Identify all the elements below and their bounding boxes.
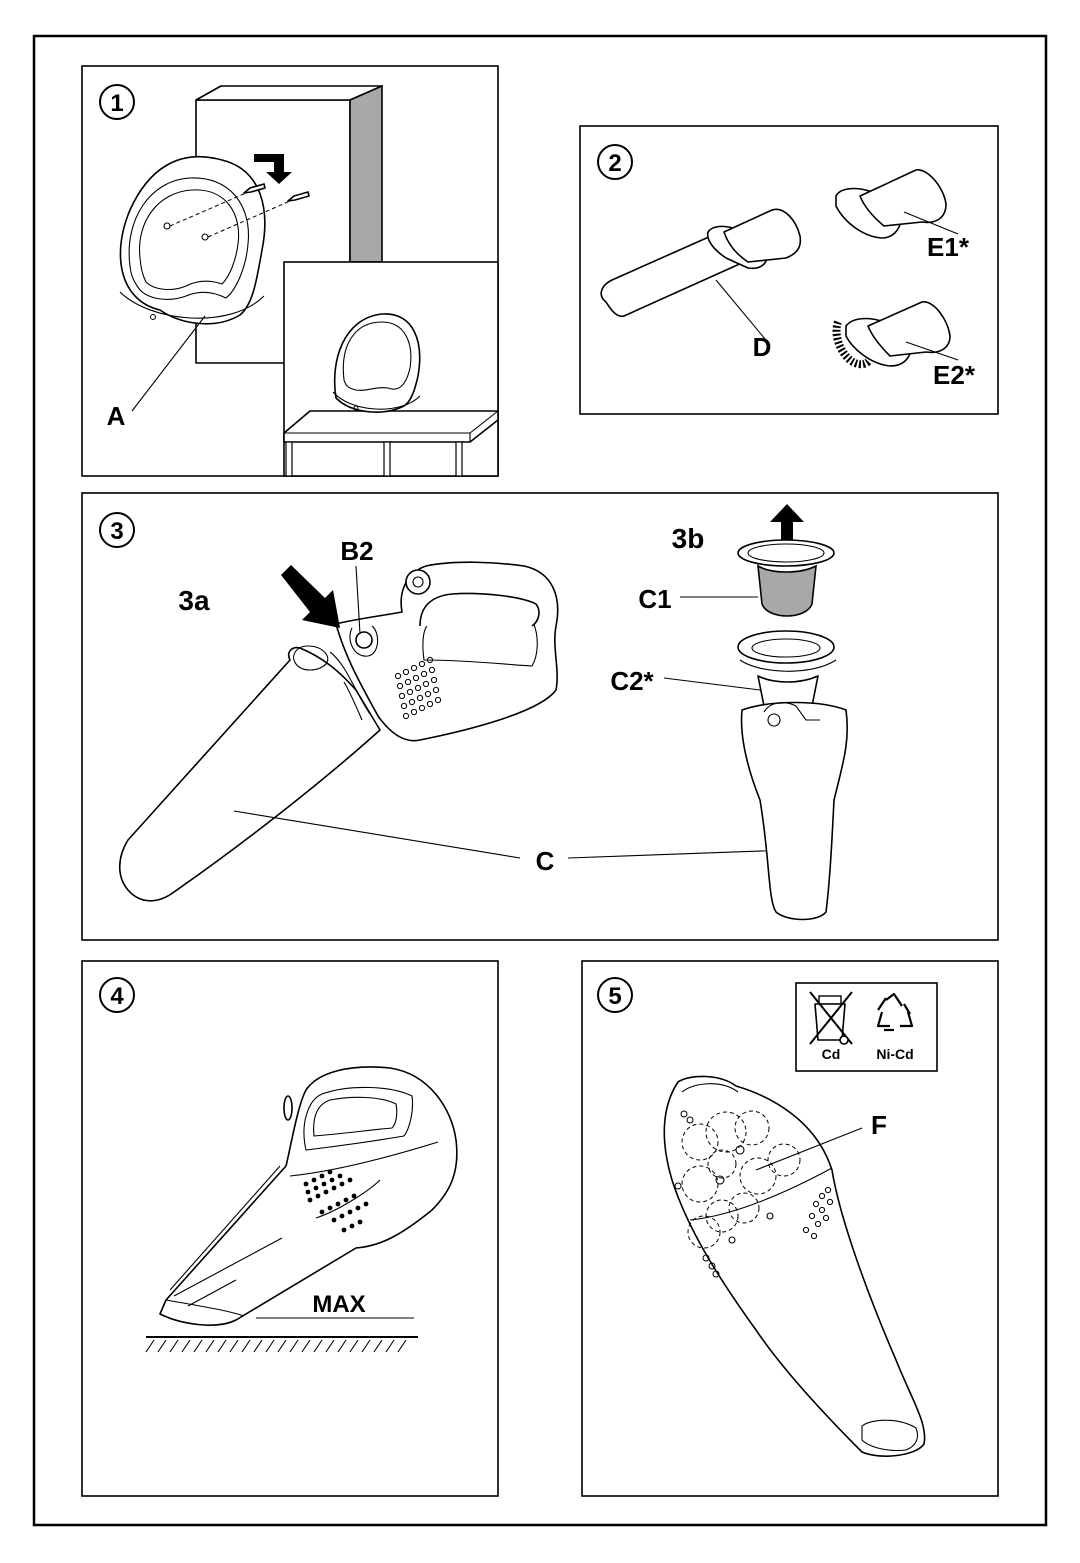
nozzle-E1 <box>835 169 959 239</box>
label-E2: E2* <box>933 360 976 390</box>
step-number-5: 5 <box>597 977 633 1013</box>
vacuum-3a <box>118 561 559 902</box>
step-number-text: 3 <box>110 518 123 545</box>
label-C2: C2* <box>610 666 654 696</box>
vacuum-upright <box>159 1066 458 1326</box>
label-MAX: MAX <box>312 1291 365 1318</box>
disposal-symbols: Cd Ni-Cd <box>795 982 938 1072</box>
brush-nozzle-E2 <box>832 301 959 369</box>
label-C: C <box>536 846 555 876</box>
charging-base-A <box>119 155 266 325</box>
label-3b: 3b <box>672 523 705 554</box>
label-C1: C1 <box>638 584 671 614</box>
label-A: A <box>107 401 126 431</box>
step-number-3: 3 <box>99 512 135 548</box>
panel-2: 2 D E1* E2* <box>579 125 999 415</box>
table-inset <box>283 261 499 477</box>
label-D: D <box>753 332 772 362</box>
step-number-text: 1 <box>110 90 123 117</box>
panel-5: 5 Cd Ni-Cd <box>581 960 999 1497</box>
crevice-nozzle-D <box>600 208 802 346</box>
up-arrow-icon <box>770 504 804 550</box>
step-number-text: 2 <box>608 150 621 177</box>
step-number-text: 5 <box>608 983 621 1010</box>
filter-exploded-3b <box>663 504 849 921</box>
label-NiCd: Ni-Cd <box>876 1046 913 1062</box>
mounting-screws <box>169 183 310 238</box>
label-E1: E1* <box>927 232 970 262</box>
panel-4: 4 MAX <box>81 960 499 1497</box>
label-Cd: Cd <box>822 1046 841 1062</box>
step-number-text: 4 <box>110 983 124 1010</box>
bent-arrow-icon <box>254 154 292 184</box>
floor-hatching <box>145 1336 418 1353</box>
step-number-1: 1 <box>99 84 135 120</box>
label-F: F <box>871 1110 887 1140</box>
recycling-icon <box>876 992 914 1032</box>
panel-3: 3 3a 3b B2 <box>81 492 999 941</box>
label-B2: B2 <box>340 536 373 566</box>
label-3a: 3a <box>178 585 210 616</box>
vent-holes <box>394 656 442 720</box>
step-number-4: 4 <box>99 977 135 1013</box>
push-arrow-icon <box>281 565 340 628</box>
crossed-out-bin-icon <box>809 991 853 1045</box>
panel-1: 1 A <box>81 65 499 477</box>
vacuum-rear-view <box>663 1075 926 1457</box>
step-number-2: 2 <box>597 144 633 180</box>
battery-cells-outline <box>681 1110 801 1249</box>
outer-frame <box>32 34 1048 1527</box>
